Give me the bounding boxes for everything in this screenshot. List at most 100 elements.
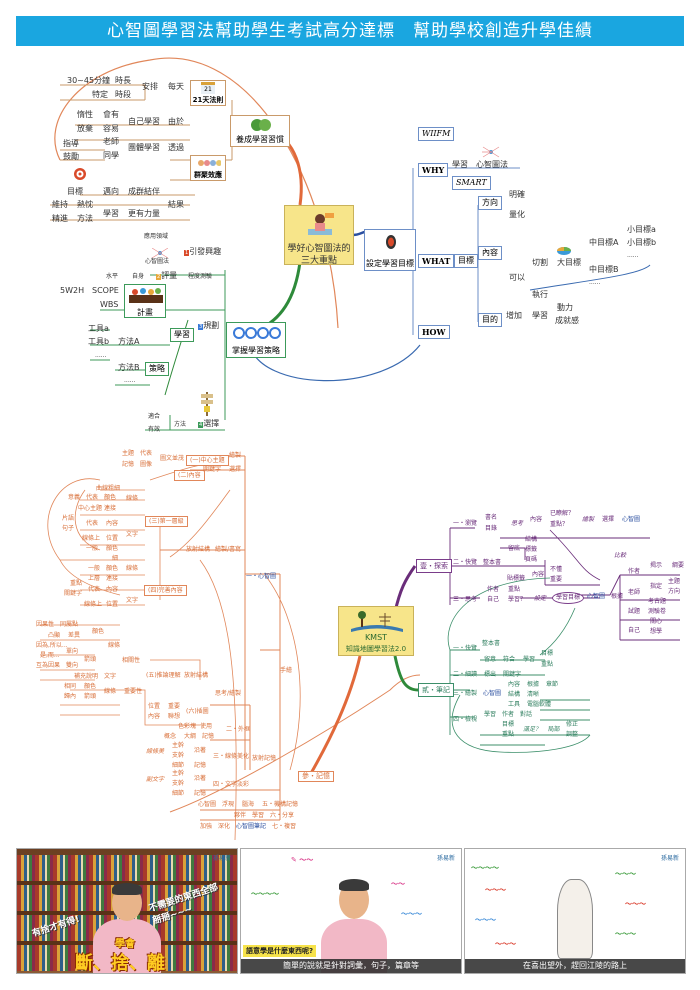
video-thumb-3[interactable]: ～～～～ ～～～ ～～～ ～～～ ～～～ ～～～ ～～～ 在喜出望外，趕回江陵的… bbox=[464, 848, 686, 974]
note-node[interactable]: 貳・筆記 bbox=[418, 683, 454, 697]
m-curve: 曲線粗細 bbox=[96, 485, 121, 492]
habit-node[interactable]: 養成學習習慣 bbox=[230, 115, 290, 147]
m-connect2: 連接 bbox=[106, 575, 119, 582]
what-node[interactable]: WHAT bbox=[418, 254, 455, 268]
toward: 邁向 bbox=[103, 187, 119, 196]
m-represent2: 代表 bbox=[86, 494, 99, 501]
m-draw-read: 繪製/書寫 bbox=[215, 546, 242, 553]
habit-label: 養成學習習慣 bbox=[236, 135, 284, 144]
wiifm-node[interactable]: WIIFM bbox=[418, 127, 455, 141]
self: 自身 bbox=[132, 273, 145, 280]
video-thumb-2[interactable]: ✎ ～～ ～～～～ ～～ ～～～ 語意學是什麼東西呢? 簡單的說就是針對詞彙，句… bbox=[240, 848, 462, 974]
direction-node[interactable]: 方向 bbox=[478, 196, 502, 210]
read-specify: 指定 bbox=[650, 583, 663, 590]
read-leave: 留底 bbox=[508, 545, 521, 552]
complete-box[interactable]: (四)完善內容 bbox=[144, 585, 187, 596]
how-node[interactable]: HOW bbox=[418, 325, 450, 339]
m-part6: 六・分享 bbox=[270, 812, 295, 819]
period: 時段 bbox=[115, 90, 131, 99]
m-keyword: 關鍵字 bbox=[203, 466, 222, 473]
team-learn: 團體學習 bbox=[128, 143, 160, 152]
note-focus: 重點 bbox=[541, 661, 554, 668]
note-adjust: 調整 bbox=[566, 731, 579, 738]
refine: 精進 bbox=[52, 214, 68, 223]
note-intro: 對話 bbox=[520, 711, 533, 718]
read-inner: 內容 bbox=[532, 571, 545, 578]
execute: 執行 bbox=[532, 290, 548, 299]
study-goal-node[interactable]: 學習目標 bbox=[552, 592, 585, 604]
tactic-node[interactable]: 策略 bbox=[145, 362, 169, 376]
m-part5: 五・機構記憶 bbox=[262, 801, 299, 808]
goal-node[interactable]: 設定學習目標 bbox=[364, 229, 416, 271]
first-layer-box[interactable]: (三)第一層級 bbox=[145, 516, 188, 527]
m-text2: 文字 bbox=[126, 597, 139, 604]
m-same-page: 圖文並茂 bbox=[160, 455, 185, 462]
read-learn-q: 學習？ bbox=[508, 596, 527, 603]
big-goal: 大目標 bbox=[557, 258, 581, 267]
read-care: 關心 bbox=[650, 618, 663, 625]
effective: 有效 bbox=[148, 426, 161, 433]
learn: 學習 bbox=[103, 209, 119, 218]
smart-node[interactable]: SMART bbox=[452, 176, 491, 190]
memory-node[interactable]: 參・記憶 bbox=[298, 771, 334, 782]
method-b: 方法B bbox=[118, 363, 140, 372]
tool-a: 工具a bbox=[88, 324, 109, 333]
m-important: 重要性 bbox=[124, 688, 143, 695]
learning-node[interactable]: 學習 bbox=[170, 328, 194, 342]
m-text-art: 副文字 bbox=[146, 776, 165, 783]
badge-2: 2 bbox=[156, 274, 162, 280]
why-node[interactable]: WHY bbox=[418, 163, 449, 177]
fixed: 特定 bbox=[92, 90, 108, 99]
strategy-node[interactable]: 掌握學習策略 bbox=[226, 322, 286, 358]
video-thumb-1[interactable]: 有捨才有得! 不需要的東西全部掰掰~~~ 學會 斷、捨、離 孫易新 bbox=[16, 848, 238, 974]
center-theme-box[interactable]: (一)中心主題 bbox=[186, 455, 229, 466]
note-b2: 二・細讀 bbox=[453, 671, 478, 678]
target-node[interactable]: 目標 bbox=[454, 254, 478, 268]
content-sec-box[interactable]: (二)內容 bbox=[174, 470, 205, 481]
m-connect: 連接 bbox=[104, 505, 117, 512]
tool-b: 工具b bbox=[88, 337, 110, 346]
note-structure: 結構 bbox=[508, 691, 521, 698]
map1-center-node[interactable]: 學好心智圖法的 三大重點 bbox=[284, 205, 354, 266]
mindmap-icon bbox=[482, 143, 500, 162]
purpose-node[interactable]: 目的 bbox=[478, 313, 502, 327]
note-b3: 三・繪製 bbox=[453, 690, 478, 697]
archery-target-icon bbox=[385, 234, 397, 254]
rule21-node[interactable]: 21 21天法則 bbox=[190, 80, 226, 106]
note-focus2: 重點 bbox=[502, 731, 515, 738]
m-center-theme2: 中心主題 bbox=[78, 505, 103, 512]
m-theme: 主題 bbox=[122, 450, 135, 457]
m-share: 學習 bbox=[252, 812, 265, 819]
arrange: 安排 bbox=[142, 82, 158, 91]
note-local: 局部 bbox=[548, 726, 561, 733]
mid-goal-a: 中目標A bbox=[589, 238, 619, 247]
map2-title-line2: 知識地圖學習法2.0 bbox=[345, 645, 407, 653]
read-explore-node[interactable]: 壹・探索 bbox=[416, 559, 452, 573]
note-goal: 目標 bbox=[541, 650, 554, 657]
note-goal2: 目標 bbox=[502, 721, 515, 728]
read-pick: 選擇 bbox=[602, 516, 615, 523]
interest: 1引發興趣 bbox=[184, 247, 222, 256]
motivation: 動力 bbox=[557, 303, 573, 312]
m-detail: 重點 bbox=[70, 580, 83, 587]
note-meaning: 留意 bbox=[484, 656, 497, 663]
read-mindmap: 心智圖 bbox=[622, 516, 641, 523]
m-part4: 四・文字淡彩 bbox=[213, 781, 250, 788]
m-similar: 相同 bbox=[64, 683, 77, 690]
signpost-icon bbox=[200, 390, 214, 420]
read-structure: 結構 bbox=[525, 536, 538, 543]
m-on-line: 線條上 bbox=[82, 535, 101, 542]
plan-node[interactable]: 計畫 bbox=[124, 284, 166, 318]
note-mindmap: 心智圖 bbox=[483, 690, 502, 697]
note-b4: 四・檢視 bbox=[453, 716, 478, 723]
w5h2: 5W2H bbox=[60, 286, 85, 295]
m-represent: 代表 bbox=[140, 450, 153, 457]
group-effect-node[interactable]: 群聚效應 bbox=[190, 155, 226, 181]
content-node[interactable]: 內容 bbox=[478, 246, 502, 260]
map2-center-node[interactable]: KMST 知識地圖學習法2.0 bbox=[338, 606, 414, 656]
maintain: 維持 bbox=[52, 200, 68, 209]
m-mm-diary: 心智圖筆記 bbox=[236, 823, 267, 830]
m-along: 沿著 bbox=[194, 747, 207, 754]
m-brain: 腦海 bbox=[242, 801, 255, 808]
guide: 指導 bbox=[63, 139, 79, 148]
